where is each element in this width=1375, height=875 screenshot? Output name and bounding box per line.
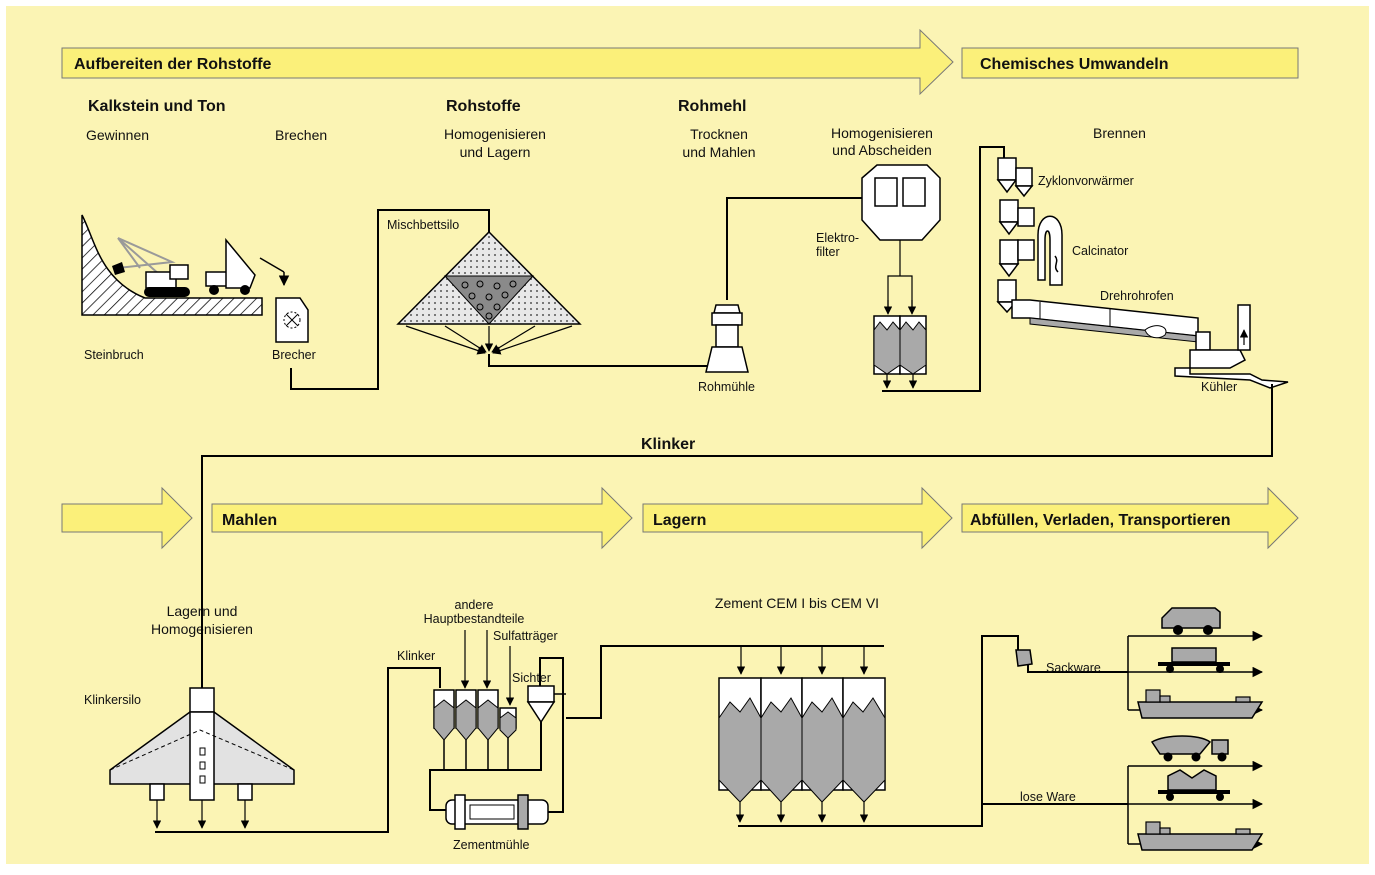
step-crushing: Brechen: [275, 127, 327, 143]
cement-mill: Zementmühle: [445, 794, 549, 852]
flow-line-clinker: [201, 384, 1273, 690]
rotary-kiln: Drehrohrofen: [1011, 289, 1199, 343]
phase-arrow-raw-materials: Aufbereiten der Rohstoffe: [61, 28, 954, 96]
heading-raw-materials: Rohstoffe: [446, 98, 521, 115]
railcar-bulk: [1158, 769, 1230, 801]
label-calcinator: Calcinator: [1072, 244, 1128, 258]
step-separate-1: Homogenisieren: [831, 125, 933, 141]
component-silos: [433, 689, 517, 770]
railcar-bagged: [1158, 647, 1230, 673]
label-cooler: Kühler: [1201, 380, 1237, 394]
step-winning: Gewinnen: [86, 127, 149, 143]
flow-line-bulk: [738, 803, 1128, 827]
clinker-silo: Klinkersilo: [84, 687, 295, 829]
flow-line-crusher-silo: [290, 209, 490, 390]
label-bagged: Sackware: [1046, 661, 1101, 675]
label-electro-1: Elektro-: [816, 231, 859, 245]
phase-arrow-chemical: Chemisches Umwandeln: [961, 47, 1299, 79]
ship-bagged: [1137, 689, 1264, 719]
phase-label-raw: Aufbereiten der Rohstoffe: [74, 56, 271, 73]
diagram-background: [6, 6, 1369, 864]
heading-clinker: Klinker: [641, 436, 695, 453]
blending-silo: Mischbettsilo: [387, 218, 582, 355]
phase-label-grinding: Mahlen: [222, 512, 277, 529]
cement-silos: [718, 646, 886, 823]
raw-mill: Rohmühle: [698, 197, 862, 394]
separator: Sichter: [429, 645, 884, 813]
step-burning: Brennen: [1093, 125, 1146, 141]
label-clinker-silo: Klinkersilo: [84, 693, 141, 707]
phase-arrow-start: [61, 486, 193, 550]
label-separator: Sichter: [512, 671, 551, 685]
flow-line-silo-mill: [488, 354, 707, 367]
step-homogenize-2: und Lagern: [460, 144, 531, 160]
flow-line-bagged: [981, 635, 1019, 804]
flow-line-to-preheater: [882, 146, 1005, 392]
step-homogenize-1: Homogenisieren: [444, 126, 546, 142]
quarry: Steinbruch: [81, 214, 263, 362]
heading-raw-meal: Rohmehl: [678, 98, 746, 115]
crusher: Brecher: [259, 257, 316, 362]
label-quarry: Steinbruch: [84, 348, 144, 362]
label-bulk: lose Ware: [1020, 790, 1076, 804]
label-other-2: Hauptbestandteile: [424, 612, 525, 626]
step-cement: Zement CEM I bis CEM VI: [715, 595, 879, 611]
label-clinker: Klinker: [397, 649, 435, 663]
clinker-cooler: Kühler: [1174, 304, 1289, 394]
label-sulfate: Sulfatträger: [493, 629, 558, 643]
label-raw-mill: Rohmühle: [698, 380, 755, 394]
additive-feed: andere Hauptbestandteile Sulfatträger: [424, 598, 558, 706]
cyclone-preheater: [996, 157, 1063, 314]
phase-arrow-storage: Lagern: [642, 486, 953, 550]
step-separate-2: und Abscheiden: [832, 142, 932, 158]
truck-bagged: [1161, 607, 1221, 635]
label-other-1: andere: [455, 598, 494, 612]
label-blending-silo: Mischbettsilo: [387, 218, 459, 232]
flow-line-to-grinding: [155, 667, 441, 833]
phase-label-chemical: Chemisches Umwandeln: [980, 56, 1169, 73]
bagging-machine: Sackware lose Ware: [1015, 649, 1128, 804]
label-cyclone: Zyklonvorwärmer: [1038, 174, 1134, 188]
truck-bulk: [1150, 735, 1229, 762]
label-electro-2: filter: [816, 245, 840, 259]
ship-bulk: [1137, 821, 1264, 851]
phase-arrow-grinding: Mahlen: [211, 486, 633, 550]
step-drying-2: und Mahlen: [682, 144, 755, 160]
phase-label-dispatch: Abfüllen, Verladen, Transportieren: [970, 512, 1231, 529]
heading-limestone: Kalkstein und Ton: [88, 98, 225, 115]
phase-label-storage: Lagern: [653, 512, 706, 529]
phase-arrow-dispatch: Abfüllen, Verladen, Transportieren: [961, 486, 1299, 550]
label-kiln: Drehrohrofen: [1100, 289, 1174, 303]
step-drying-1: Trocknen: [690, 126, 748, 142]
label-crusher: Brecher: [272, 348, 316, 362]
electro-filter: Elektro- filter: [816, 164, 941, 389]
label-cement-mill: Zementmühle: [453, 838, 529, 852]
